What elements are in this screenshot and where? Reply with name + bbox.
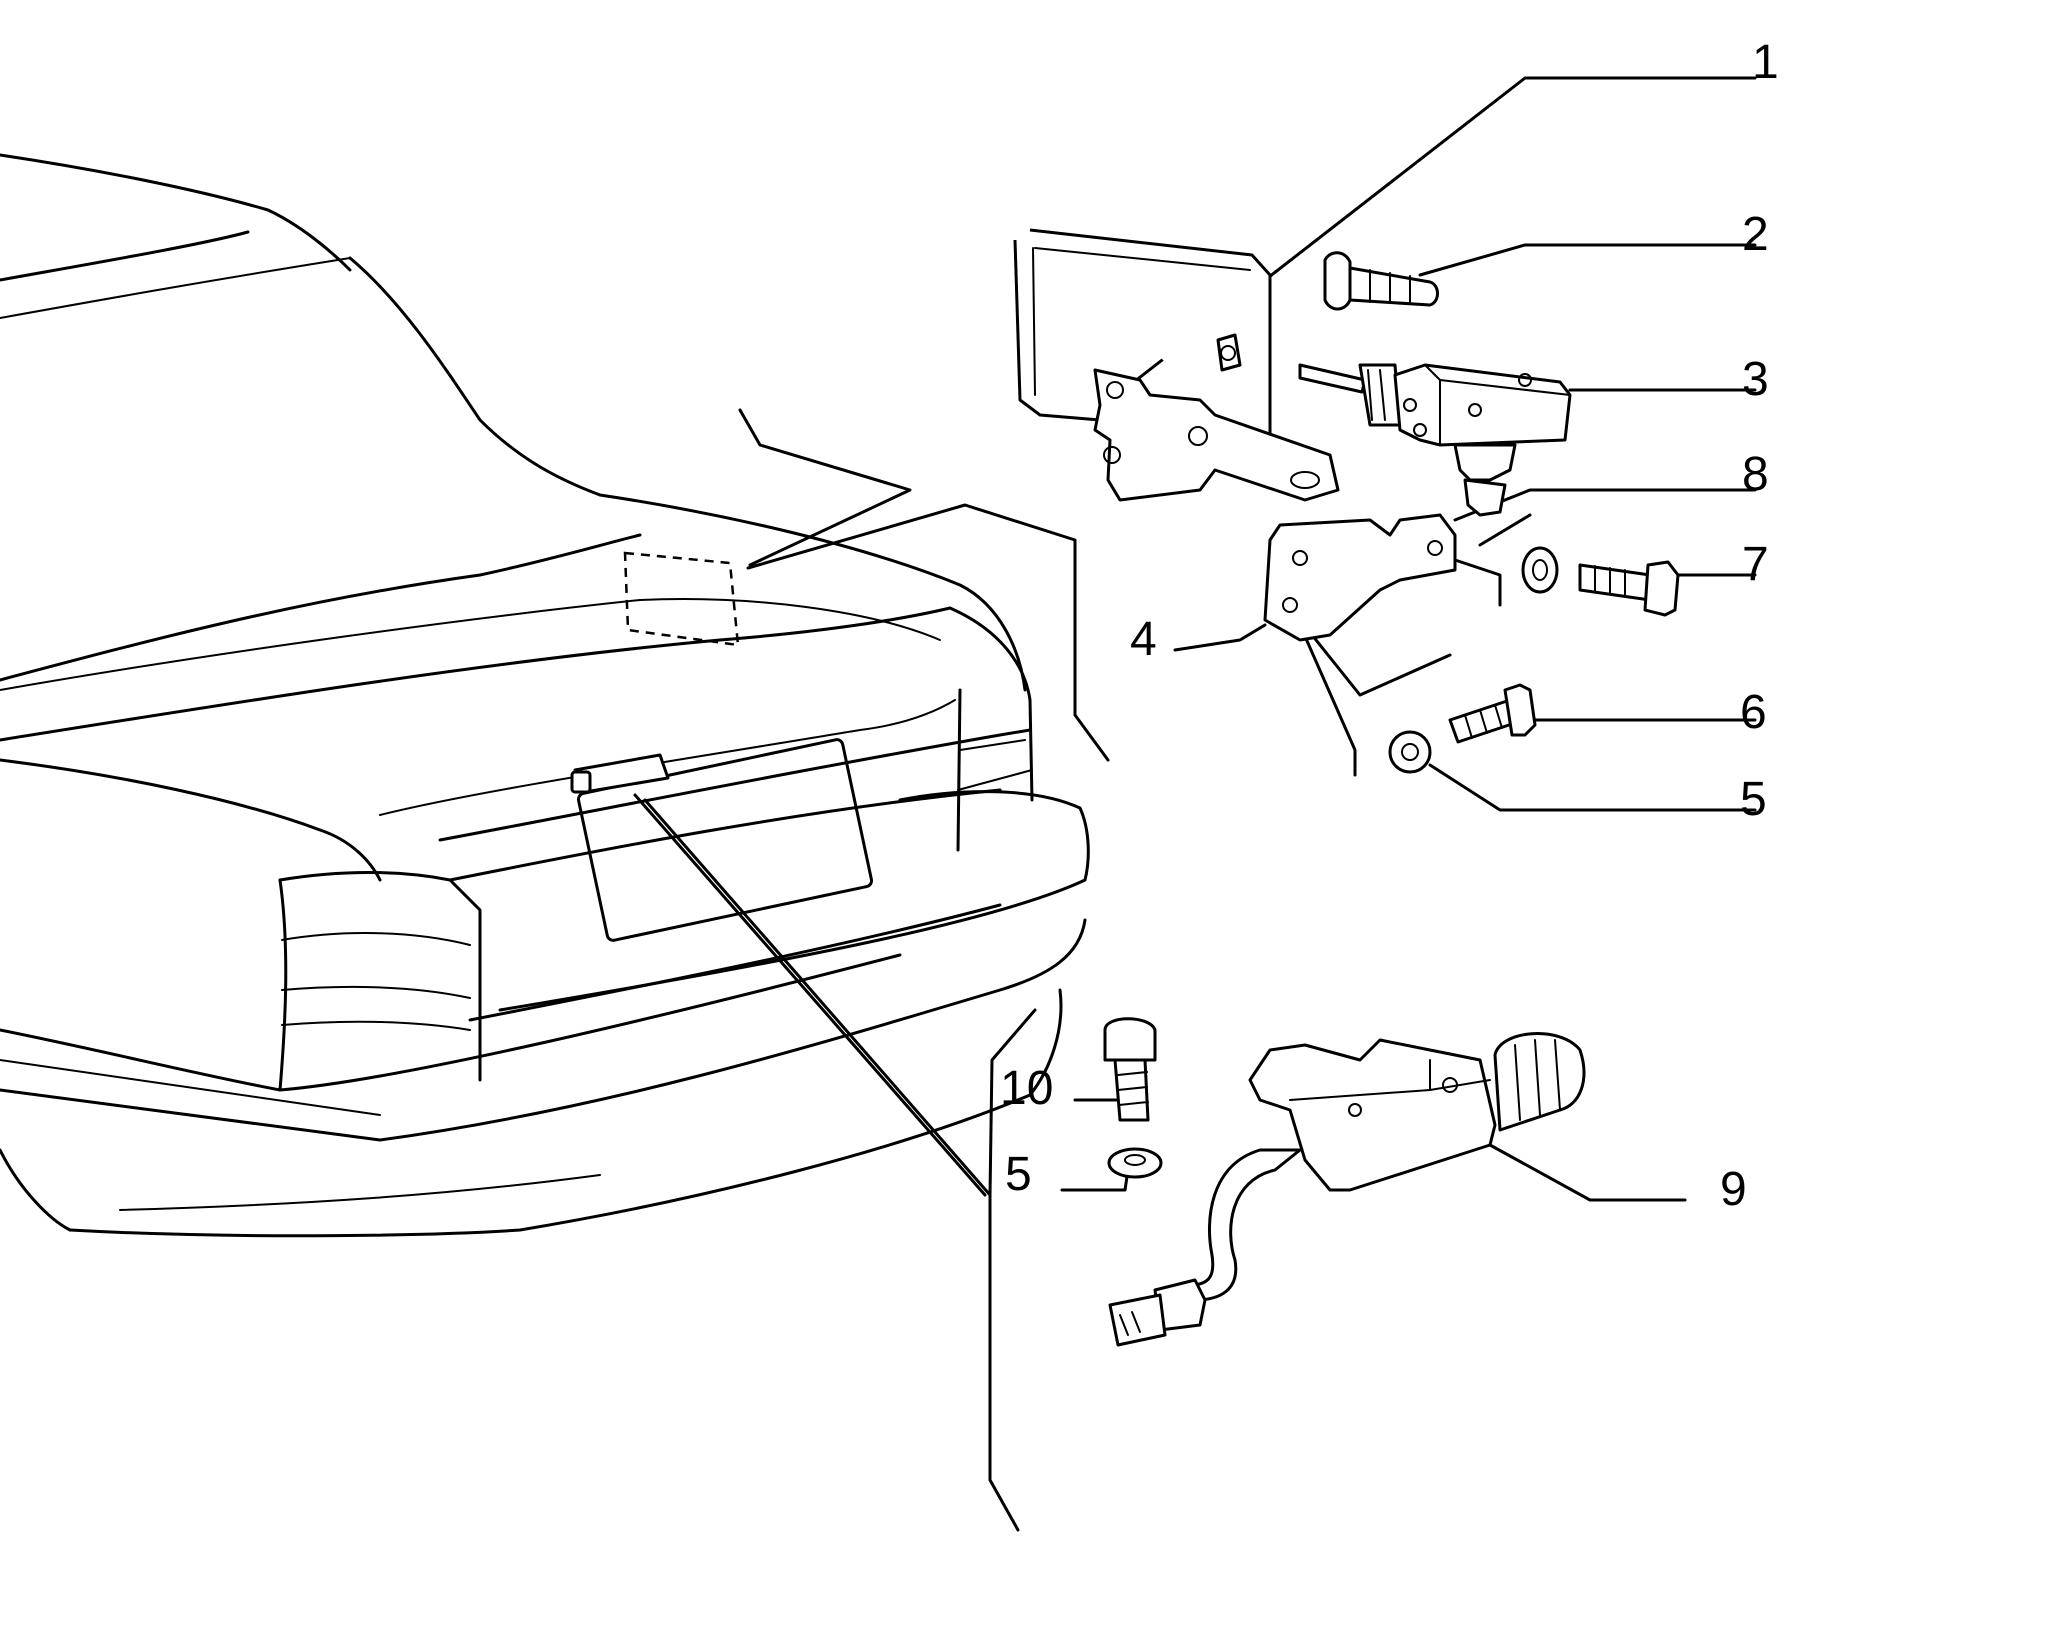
- part-9-actuator: [1108, 1032, 1586, 1347]
- part-1-hinge-bracket: [1013, 228, 1340, 502]
- callout-7: 7: [1742, 538, 1769, 591]
- callout-3: 3: [1742, 353, 1769, 406]
- callout-2: 2: [1742, 208, 1769, 261]
- callout-5-upper: 5: [1740, 773, 1767, 826]
- part-5-washer-upper: [1388, 730, 1432, 774]
- callout-8: 8: [1742, 448, 1769, 501]
- callout-4: 4: [1130, 613, 1157, 666]
- part-4-mounting-plate: [1263, 513, 1457, 642]
- callout-labels: 1 2 3 4 5 6 7 8 9 10 5: [1000, 36, 1779, 1216]
- part-10-bolt: [1103, 1017, 1157, 1122]
- part-5-washer-lower: [1107, 1147, 1163, 1179]
- callout-10: 10: [1000, 1062, 1053, 1115]
- callout-5-lower: 5: [1005, 1148, 1032, 1201]
- callout-9: 9: [1720, 1163, 1747, 1216]
- callout-6: 6: [1740, 686, 1767, 739]
- car-rear-illustration: [0, 153, 1090, 1238]
- callout-1: 1: [1752, 36, 1779, 89]
- part-6-screw: [1448, 683, 1537, 744]
- part-2-rubber-grommet: [1323, 251, 1439, 311]
- part-7-bolt: [1578, 560, 1680, 617]
- part-3-lock-switch: [1298, 363, 1572, 517]
- part-8-washer: [1521, 546, 1559, 594]
